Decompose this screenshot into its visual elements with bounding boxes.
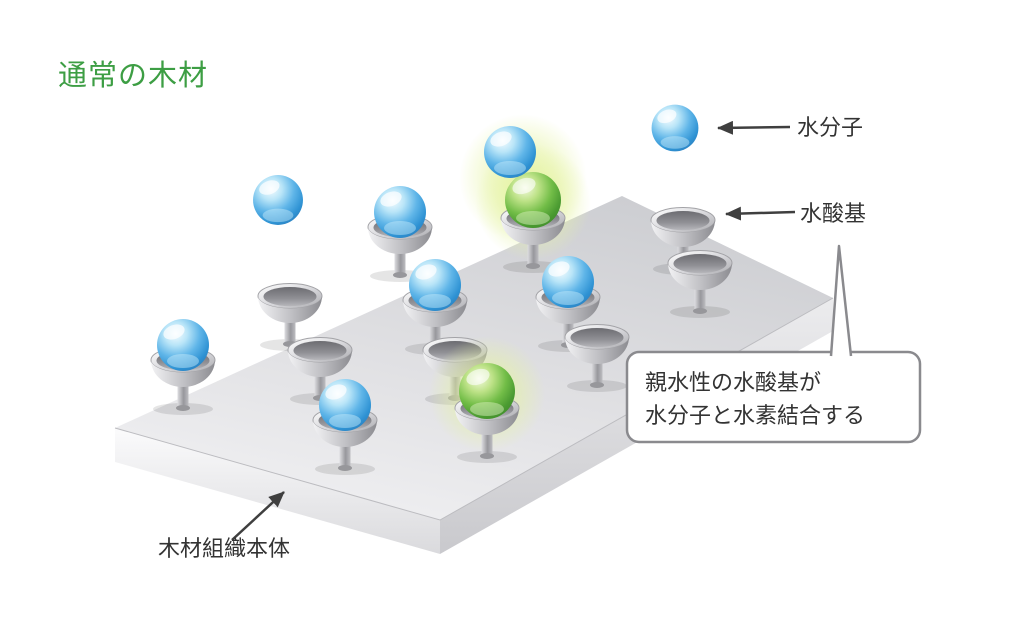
- water-molecule-label: 水分子: [797, 116, 863, 141]
- water-sphere: [409, 259, 461, 311]
- wood-slab-front-left: [115, 428, 440, 554]
- water-sphere: [319, 379, 371, 431]
- page-title: 通常の木材: [58, 58, 208, 92]
- callout-text-line1: 親水性の水酸基が: [645, 371, 821, 396]
- hydroxyl-label: 水酸基: [800, 202, 866, 227]
- water-sphere: [484, 126, 536, 178]
- callout-box: [625, 350, 922, 444]
- callout-bubble: 親水性の水酸基が 水分子と水素結合する: [625, 244, 922, 444]
- arrow-to-hydroxyl: [725, 206, 796, 221]
- water-sphere: [157, 319, 209, 371]
- callout-text-line2: 水分子と水素結合する: [645, 404, 865, 429]
- wood-slab-label: 木材組織本体: [158, 537, 290, 562]
- bonded-sphere: [459, 363, 515, 419]
- callout-pointer: [829, 244, 853, 357]
- water-molecule-floating: [253, 175, 303, 225]
- water-sphere: [542, 256, 594, 308]
- water-sphere: [253, 175, 303, 225]
- water-sphere: [374, 186, 426, 238]
- arrow-to-water-molecule: [717, 120, 791, 135]
- bonded-sphere: [505, 172, 561, 228]
- water-sphere: [651, 104, 699, 152]
- arrow-to-wood-slab: [231, 491, 285, 541]
- water-molecule-legend: [651, 104, 699, 152]
